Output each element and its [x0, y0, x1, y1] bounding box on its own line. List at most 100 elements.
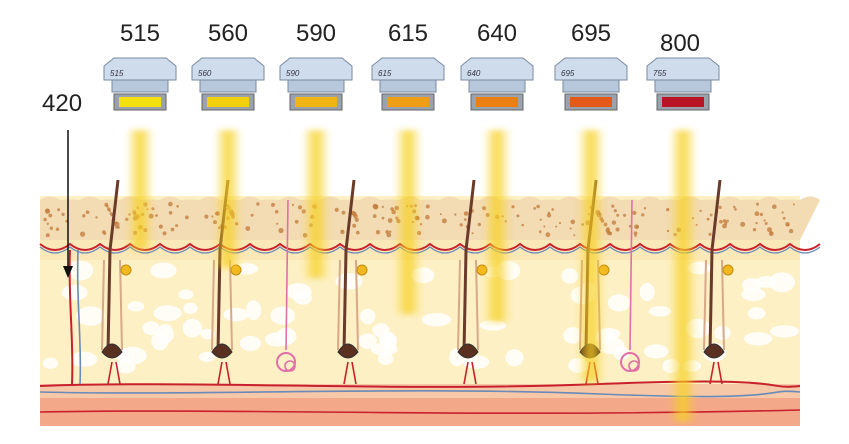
- fat-cell: [561, 268, 579, 284]
- melanin-dot: [82, 214, 86, 218]
- melanin-dot: [55, 227, 60, 231]
- melanin-dot: [46, 222, 49, 225]
- fat-cell: [741, 287, 766, 302]
- melanin-dot: [634, 224, 639, 230]
- handpiece-1: 515: [103, 57, 177, 111]
- fat-cell: [66, 260, 94, 281]
- melanin-dot: [764, 222, 768, 225]
- melanin-dot: [105, 204, 109, 208]
- handpiece-neck: [379, 79, 437, 93]
- melanin-dot: [767, 227, 772, 233]
- sweat-duct: [285, 199, 289, 351]
- melanin-dot: [471, 232, 474, 235]
- side-arrow-head: [63, 266, 73, 278]
- melanin-dot: [168, 211, 173, 215]
- follicle-vessel: [463, 361, 477, 385]
- melanin-dot: [117, 226, 120, 229]
- sebaceous-gland: [120, 264, 132, 276]
- melanin-dot: [573, 234, 576, 237]
- sweat-coil: [276, 352, 296, 372]
- handpiece-body: [460, 57, 534, 81]
- fat-cell: [378, 352, 394, 365]
- handpiece-tag: 695: [561, 69, 575, 78]
- fat-cell: [70, 351, 98, 367]
- filter-crystal: [662, 97, 704, 107]
- filter-crystal: [476, 97, 518, 107]
- deep-artery-2: [39, 409, 801, 414]
- melanin-dot: [634, 234, 637, 237]
- follicle-sheath: [703, 259, 725, 351]
- melanin-dot: [185, 215, 189, 220]
- sebaceous-gland: [722, 264, 734, 276]
- melanin-dot: [538, 230, 542, 234]
- handpiece-6: 695: [554, 57, 628, 111]
- melanin-dot: [386, 232, 392, 238]
- melanin-dot: [477, 222, 481, 227]
- wavelength-label-2: 560: [207, 20, 249, 47]
- handpiece-neck: [199, 79, 257, 93]
- hair-follicle-3: [337, 179, 368, 385]
- follicle-vessel: [709, 361, 723, 385]
- melanin-dot: [108, 209, 111, 212]
- melanin-dot: [643, 207, 647, 210]
- melanin-dot: [666, 229, 670, 233]
- light-beam-3: [302, 130, 330, 278]
- melanin-dot: [250, 213, 254, 217]
- melanin-dot: [772, 204, 777, 209]
- handpiece-tag: 755: [653, 69, 667, 78]
- fat-cell: [42, 357, 59, 369]
- hair-shaft: [342, 179, 356, 353]
- fat-cell: [768, 272, 796, 293]
- sweat-coil-inner: [284, 360, 296, 372]
- handpiece-body: [103, 57, 177, 81]
- melanin-dot: [274, 210, 279, 214]
- melanin-dot: [276, 222, 279, 225]
- handpiece-tag: 560: [198, 69, 212, 78]
- melanin-dot: [204, 214, 209, 219]
- melanin-dot: [425, 204, 430, 209]
- follicle-sheath: [457, 259, 479, 351]
- handpiece-neck: [287, 79, 345, 93]
- follicle-vessel: [217, 361, 231, 385]
- melanin-dot: [781, 211, 784, 214]
- melanin-dot: [459, 223, 463, 227]
- melanin-dot: [425, 214, 430, 220]
- wavelength-label-3: 590: [295, 20, 337, 47]
- sweat-gland-2: [620, 199, 640, 372]
- melanin-dot: [464, 218, 467, 221]
- fat-cell: [285, 283, 312, 300]
- melanin-dot: [354, 217, 359, 222]
- light-beam-5: [483, 130, 511, 322]
- melanin-dot: [155, 214, 158, 217]
- melanin-dot: [786, 223, 790, 227]
- melanin-dot: [115, 226, 118, 229]
- filter-crystal: [207, 97, 249, 107]
- melanin-dot: [45, 208, 51, 214]
- fat-cell: [183, 302, 198, 314]
- fat-cell: [744, 332, 773, 346]
- melanin-dot: [454, 213, 457, 216]
- handpiece-7: 755: [646, 57, 720, 111]
- light-beam-4: [394, 130, 422, 314]
- melanin-dot: [699, 209, 702, 213]
- handpiece-neck: [111, 79, 169, 93]
- melanin-dot: [763, 219, 766, 222]
- melanin-dot: [545, 232, 551, 238]
- side-wavelength-label: 420: [42, 90, 83, 117]
- handpiece-4: 615: [371, 57, 445, 111]
- sweat-coil-inner: [628, 360, 640, 372]
- melanin-dot: [632, 210, 637, 215]
- melanin-dot: [788, 228, 794, 234]
- melanin-dot: [666, 208, 670, 212]
- melanin-dot: [734, 208, 737, 211]
- hair-shaft: [462, 179, 476, 353]
- melanin-dot: [352, 223, 357, 228]
- melanin-dot: [162, 231, 167, 236]
- melanin-dot: [733, 205, 736, 209]
- fat-cell: [127, 301, 145, 312]
- fat-cell: [370, 342, 398, 356]
- handpiece-neck: [562, 79, 620, 93]
- fat-cell: [182, 318, 203, 338]
- sweat-duct: [629, 199, 633, 351]
- melanin-dot: [616, 213, 620, 217]
